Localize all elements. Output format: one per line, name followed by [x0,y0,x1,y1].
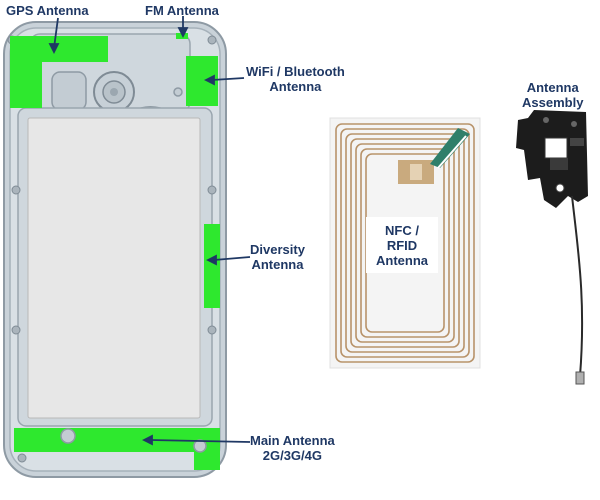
main-antenna-label: Main Antenna 2G/3G/4G [250,433,335,463]
diversity-label-line-1: Diversity [250,242,305,257]
nfc-label-line-2: RFID [386,237,418,253]
pointer-lines [48,16,251,446]
antenna-assembly-part [516,110,588,385]
wifi-bluetooth-antenna-label: WiFi / Bluetooth Antenna [246,64,345,94]
nfc-label-line-3: Antenna [376,252,428,268]
assembly-label-line-2: Assembly [522,95,584,110]
nfc-rfid-antenna-label: NFC / RFID Antenna [366,217,438,273]
fm-antenna-text: FM Antenna [145,3,219,18]
wifi-label-line-2: Antenna [269,79,322,94]
diversity-antenna-label: Diversity Antenna [250,242,305,272]
main-label-line-2: 2G/3G/4G [262,448,322,463]
phone-housing [3,21,227,478]
diversity-antenna-region [204,224,220,308]
fm-antenna-label: FM Antenna [145,3,219,18]
antenna-assembly-label: Antenna Assembly [522,80,583,110]
main-antenna-region [14,428,220,470]
diversity-label-line-2: Antenna [251,257,304,272]
main-label-line-1: Main Antenna [250,433,335,448]
gps-antenna-region [10,36,108,108]
nfc-label-line-1: NFC / [385,222,419,238]
wifi-label-line-1: WiFi / Bluetooth [246,64,345,79]
gps-antenna-text: GPS Antenna [6,3,89,18]
assembly-label-line-1: Antenna [526,80,579,95]
gps-antenna-label: GPS Antenna [6,3,89,18]
